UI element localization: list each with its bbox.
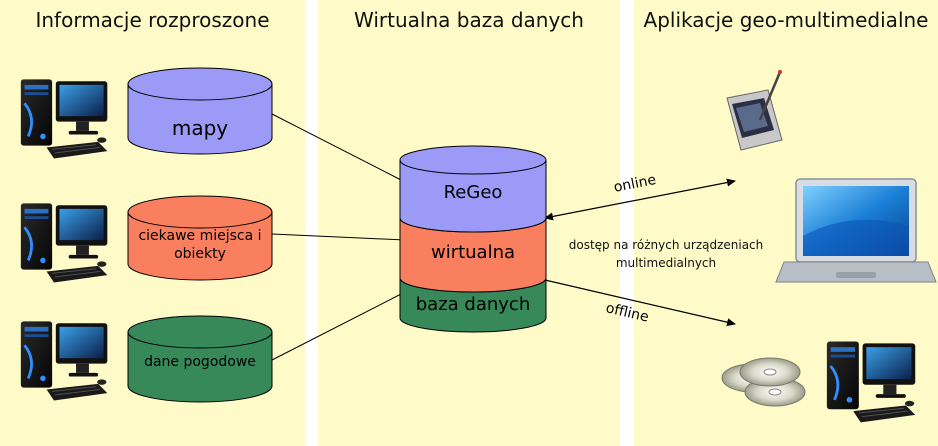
- cylinder-maps: [127, 67, 273, 155]
- desktop-computer-icon: [19, 201, 109, 284]
- source-label-weather: dane pogodowe: [144, 354, 256, 370]
- column-heading-applications: Aplikacje geo-multimedialne: [643, 8, 929, 32]
- column-virtual-database: Wirtualna baza danych: [318, 0, 620, 446]
- source-label-places: ciekawe miejsca i obiekty: [128, 228, 272, 263]
- database-label-middle: wirtualna: [430, 242, 516, 263]
- pda-stylus-icon: [726, 70, 783, 151]
- desktop-computer-icon: [19, 77, 109, 160]
- connector-places: [271, 233, 406, 241]
- cylinder-places: [127, 195, 273, 281]
- database-label-bottom: baza danych: [415, 294, 531, 315]
- source-label-maps: mapy: [171, 116, 229, 140]
- arrow-online: [544, 178, 736, 221]
- access-note: dostęp na różnych urządzeniach multimedi…: [554, 236, 778, 272]
- cylinder-weather: [127, 315, 273, 403]
- database-cylinder: [399, 145, 547, 333]
- access-note-line1: dostęp na różnych urządzeniach: [568, 238, 764, 252]
- desktop-computer-icon: [19, 319, 109, 402]
- column-heading-sources: Informacje rozproszone: [35, 8, 270, 32]
- laptop-icon: [775, 178, 937, 283]
- source-label-places-line2: obiekty: [174, 245, 226, 262]
- database-label-top: ReGeo: [443, 182, 503, 203]
- connector-maps: [271, 113, 406, 183]
- access-note-line2: multimedialnych: [615, 256, 717, 270]
- connector-weather: [271, 291, 406, 361]
- arrow-offline: [544, 279, 736, 327]
- column-heading-database: Wirtualna baza danych: [354, 8, 584, 32]
- desktop-computer-icon: [825, 340, 917, 424]
- source-label-places-line1: ciekawe miejsca i: [138, 228, 262, 244]
- cd-discs-icon: [721, 357, 806, 407]
